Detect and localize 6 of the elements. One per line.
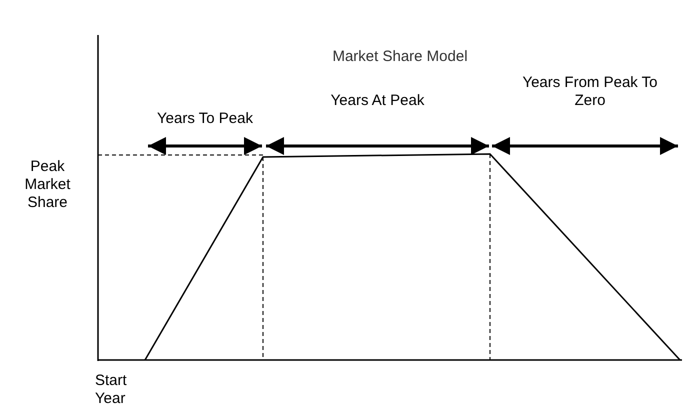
chart-title: Market Share Model xyxy=(331,48,469,66)
axis-annotation: Peak Market Share xyxy=(24,158,72,212)
axis-annotation: Years At Peak xyxy=(330,92,426,110)
axis-annotation: Years To Peak xyxy=(156,110,254,128)
axis-annotation: Years From Peak To Zero xyxy=(521,74,659,110)
axis-annotation: Start Year xyxy=(95,372,128,408)
